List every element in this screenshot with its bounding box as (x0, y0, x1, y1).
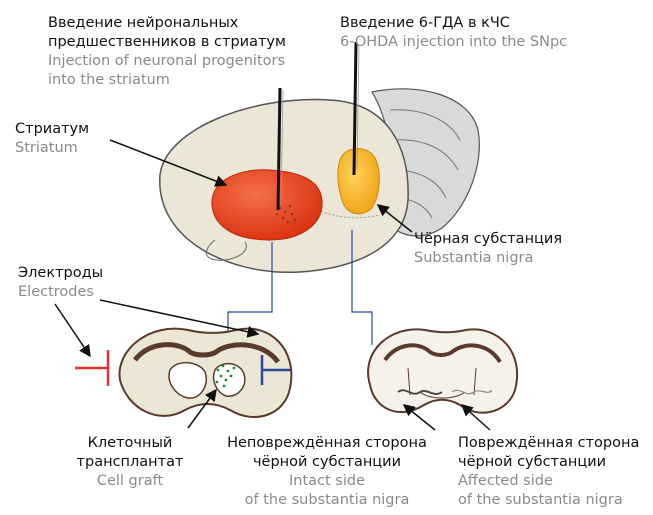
label-electrodes-ru: Электроды (18, 264, 103, 283)
label-affected-side: Повреждённая сторона чёрной субстанции A… (458, 434, 639, 510)
label-affected-side-ru-2: чёрной субстанции (458, 453, 639, 472)
label-neuronal-injection-en-1: Injection of neuronal progenitors (48, 52, 286, 71)
electrode-red (75, 350, 108, 386)
label-striatum-ru: Стриатум (15, 120, 89, 139)
label-substantia-nigra-ru: Чёрная субстанция (414, 230, 562, 249)
coronal-slice-right (368, 329, 517, 412)
label-striatum: Стриатум Striatum (15, 120, 89, 158)
striatum-region (212, 170, 322, 240)
label-ohda-injection-en: 6-OHDA injection into the SNpc (340, 33, 567, 52)
label-neuronal-injection-ru-1: Введение нейрональных (48, 14, 286, 33)
label-affected-side-en-2: of the substantia nigra (458, 491, 639, 510)
label-intact-side-en-1: Intact side (222, 472, 432, 491)
label-cell-graft-ru-2: трансплантат (65, 453, 195, 472)
label-neuronal-injection-ru-2: предшественников в стриатум (48, 33, 286, 52)
label-affected-side-en-1: Affected side (458, 472, 639, 491)
label-electrodes: Электроды Electrodes (18, 264, 103, 302)
label-electrodes-en: Electrodes (18, 283, 103, 302)
label-intact-side-ru-2: чёрной субстанции (222, 453, 432, 472)
label-ohda-injection-ru: Введение 6-ГДА в кЧС (340, 14, 567, 33)
label-cell-graft-en: Cell graft (65, 472, 195, 491)
label-ohda-injection: Введение 6-ГДА в кЧС 6-OHDA injection in… (340, 14, 567, 52)
label-intact-side-ru-1: Неповреждённая сторона (222, 434, 432, 453)
label-intact-side-en-2: of the substantia nigra (222, 491, 432, 510)
label-cell-graft-ru-1: Клеточный (65, 434, 195, 453)
label-substantia-nigra: Чёрная субстанция Substantia nigra (414, 230, 562, 268)
substantia-nigra-region (338, 148, 379, 213)
label-intact-side: Неповреждённая сторона чёрной субстанции… (222, 434, 432, 510)
label-neuronal-injection: Введение нейрональных предшественников в… (48, 14, 286, 90)
label-neuronal-injection-en-2: into the striatum (48, 71, 286, 90)
needle-nigra (354, 42, 356, 175)
label-affected-side-ru-1: Повреждённая сторона (458, 434, 639, 453)
label-striatum-en: Striatum (15, 139, 89, 158)
label-cell-graft: Клеточный трансплантат Cell graft (65, 434, 195, 491)
label-substantia-nigra-en: Substantia nigra (414, 249, 562, 268)
needle-striatum (278, 88, 280, 210)
